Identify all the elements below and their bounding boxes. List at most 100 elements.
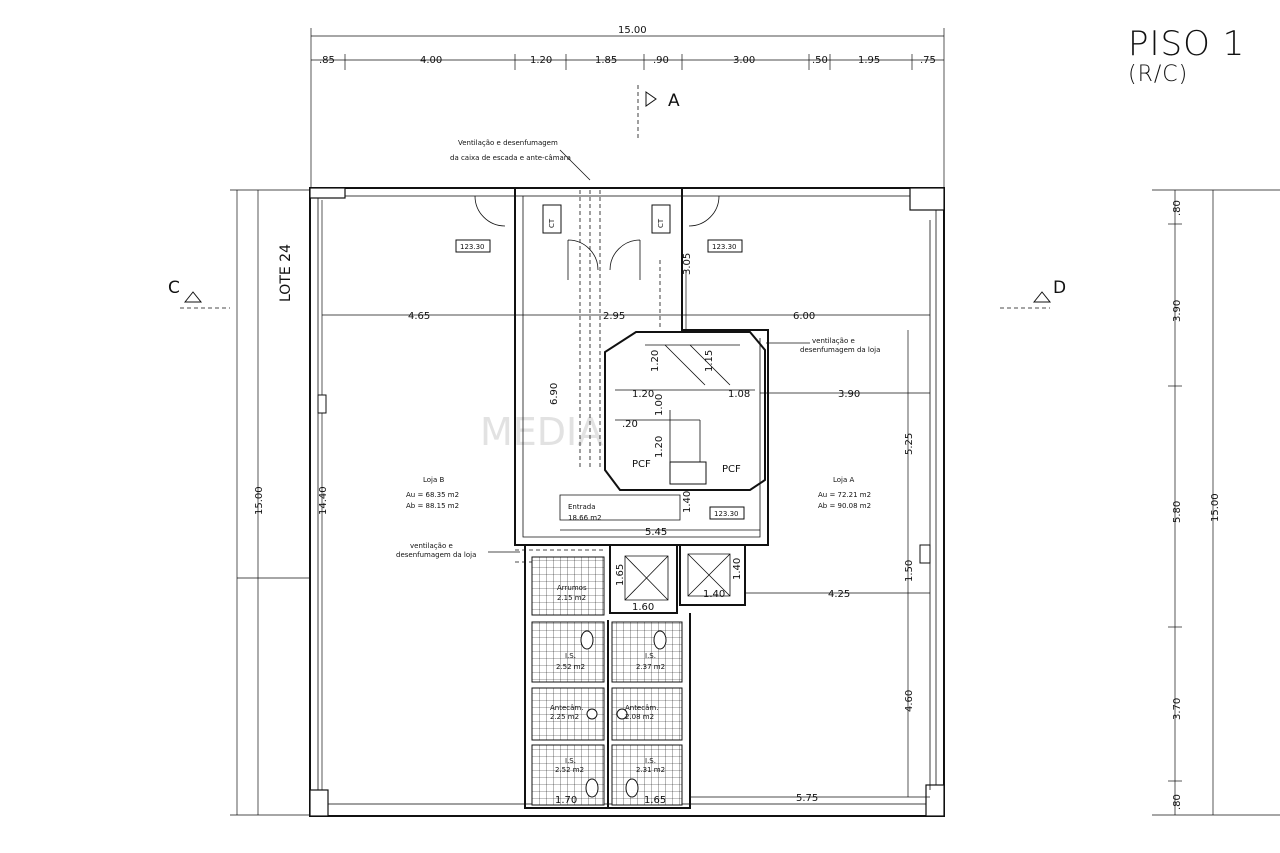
dim-interior: 1.50: [904, 560, 915, 582]
page-title: PISO 1: [1128, 24, 1246, 64]
dim-interior: 1.15: [704, 350, 715, 372]
room-loja-b: Loja B Au = 68.35 m2 Ab = 88.15 m2: [406, 476, 459, 510]
dim-right-seg: 3.90: [1172, 300, 1183, 322]
room-name: I.S.: [645, 757, 656, 765]
ct-label: CT: [548, 218, 556, 228]
room-area: 2.25 m2: [550, 713, 579, 721]
room-area: 2.37 m2: [636, 663, 665, 671]
section-a-marker: A: [637, 85, 680, 140]
section-d-marker: D: [1000, 278, 1066, 309]
lift-shafts: [609, 544, 746, 614]
door-loja-b: [474, 195, 506, 227]
dim-interior: 1.08: [728, 389, 750, 400]
section-c-label: C: [168, 278, 180, 298]
dim-interior: 5.75: [796, 793, 818, 804]
ct-label: CT: [657, 218, 665, 228]
level-loja-a: 123.30: [712, 243, 737, 251]
room-wet: Arrumos 2.15 m2 I.S. 2.52 m2 I.S. 2.37 m…: [550, 584, 665, 774]
dim-interior: 1.65: [644, 795, 666, 806]
room-ab: Ab = 88.15 m2: [406, 502, 459, 510]
room-au: Au = 68.35 m2: [406, 491, 459, 499]
pcf-label: PCF: [632, 459, 651, 470]
vent-note-stair-2: da caixa de escada e ante-câmara: [450, 154, 571, 162]
dim-interior: 6.00: [793, 311, 815, 322]
room-au: Au = 72.21 m2: [818, 491, 871, 499]
door-loja-a: [688, 195, 720, 227]
right-dimensions: .80 3.90 5.80 3.70 .80 15.00: [1152, 189, 1280, 816]
dim-left-total: 15.00: [254, 486, 265, 515]
dim-interior: 4.65: [408, 311, 430, 322]
dim-top-seg: 3.00: [733, 55, 755, 66]
dim-interior: 4.25: [828, 589, 850, 600]
room-area: 2.52 m2: [555, 766, 584, 774]
room-name: Antecâm.: [550, 704, 583, 712]
dim-interior: 1.20: [650, 350, 661, 372]
dim-interior: 5.45: [645, 527, 667, 538]
dim-right-seg: 5.80: [1172, 501, 1183, 523]
duct: [579, 190, 601, 470]
room-ab: Ab = 90.08 m2: [818, 502, 871, 510]
dim-interior: 3.90: [838, 389, 860, 400]
dim-interior: 4.60: [904, 690, 915, 712]
dim-right-seg: .80: [1172, 794, 1183, 810]
dim-top-total: 15.00: [618, 25, 647, 36]
dim-interior: 1.65: [615, 564, 626, 586]
dim-top-seg: 1.95: [858, 55, 880, 66]
dim-top-seg: 1.85: [595, 55, 617, 66]
level-loja-b: 123.30: [460, 243, 485, 251]
pcf-label: PCF: [722, 464, 741, 475]
top-dimensions: 15.00 .85 4.00 1.20 1.85 .90 3.00 .50 1.…: [310, 25, 945, 190]
room-name: Loja B: [423, 476, 445, 484]
dim-interior: 2.95: [603, 311, 625, 322]
dim-interior: 5.25: [904, 433, 915, 455]
page-subtitle: (R/C): [1128, 62, 1189, 87]
dim-top-seg: .75: [920, 55, 936, 66]
section-a-label: A: [668, 91, 680, 111]
room-name: I.S.: [645, 652, 656, 660]
room-name: I.S.: [565, 652, 576, 660]
dim-right-total: 15.00: [1210, 493, 1221, 522]
left-dimensions: 15.00 14.40 LOTE 24: [230, 189, 329, 816]
wet-rooms: [524, 545, 691, 809]
room-name: Entrada: [568, 503, 596, 511]
dim-interior: 3.05: [682, 253, 693, 275]
dim-top-seg: .85: [319, 55, 335, 66]
dim-right-seg: .80: [1172, 200, 1183, 216]
section-c-marker: C: [168, 278, 230, 309]
dim-top-seg: .90: [653, 55, 669, 66]
dim-left-inner: 14.40: [318, 486, 329, 515]
vent-note-stair: Ventilação e desenfumagem: [458, 139, 558, 147]
dim-interior: 1.20: [632, 389, 654, 400]
room-area: 2.15 m2: [557, 594, 586, 602]
lot-label: LOTE 24: [278, 244, 294, 302]
dim-top-seg: .50: [812, 55, 828, 66]
vent-note-loja-b-2: desenfumagem da loja: [396, 551, 476, 559]
dim-right-seg: 3.70: [1172, 698, 1183, 720]
dim-top-seg: 4.00: [420, 55, 442, 66]
dim-interior: 1.60: [632, 602, 654, 613]
room-name: Antecâm.: [625, 704, 658, 712]
interior-dimensions: 4.65 2.95 6.00 3.05 6.90 3.90 5.25 1.50 …: [322, 253, 930, 806]
dim-interior: 1.40: [703, 589, 725, 600]
section-d-label: D: [1053, 278, 1066, 298]
room-area: 2.31 m2: [636, 766, 665, 774]
vent-note-loja-b: ventilação e: [410, 542, 453, 550]
room-name: Arrumos: [557, 584, 587, 592]
room-name: Loja A: [833, 476, 855, 484]
room-area: 2.08 m2: [625, 713, 654, 721]
room-loja-a: Loja A Au = 72.21 m2 Ab = 90.08 m2: [818, 476, 871, 510]
vent-note-loja-a: ventilação e: [812, 337, 855, 345]
core-walls: [514, 188, 769, 546]
room-entrada: Entrada 18.66 m2: [568, 503, 602, 522]
level-marks: 123.30 123.30 123.30: [455, 239, 745, 520]
dim-interior: 1.20: [654, 436, 665, 458]
dim-interior: 1.40: [732, 558, 743, 580]
dim-interior: 6.90: [549, 383, 560, 405]
dim-interior: 1.00: [654, 394, 665, 416]
dim-interior: 1.70: [555, 795, 577, 806]
stair-core: [604, 331, 766, 491]
room-name: I.S.: [565, 757, 576, 765]
dim-interior: .20: [622, 419, 638, 430]
dim-interior: 1.40: [682, 491, 693, 513]
